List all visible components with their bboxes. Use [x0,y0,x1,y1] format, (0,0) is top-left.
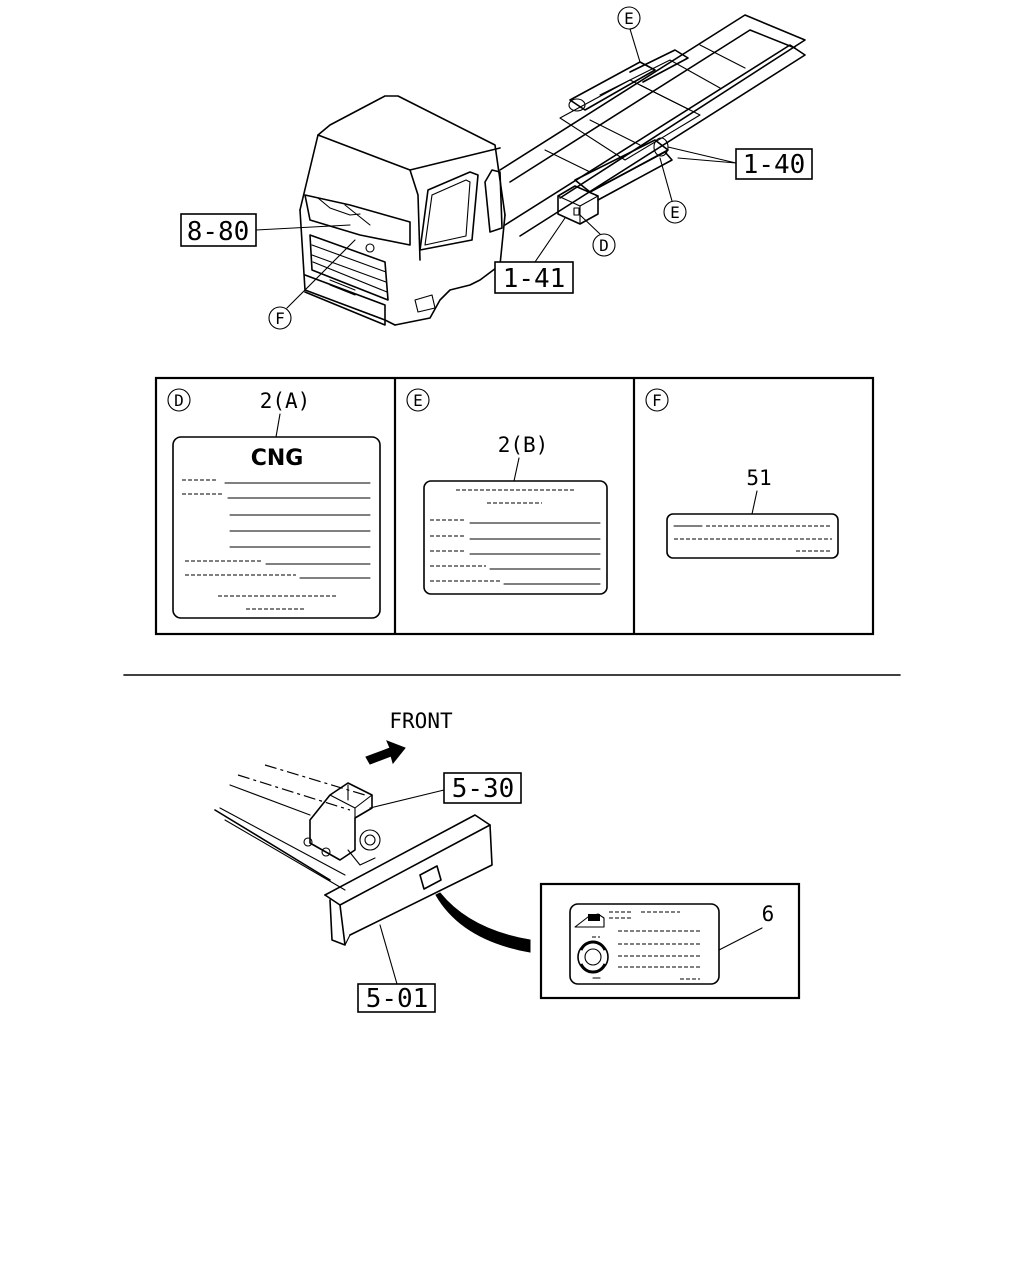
panels-frame [154,376,875,636]
front-arrow-icon [365,740,406,765]
label-gas-info [423,480,608,595]
caution-truck-icon [574,913,605,928]
panel-f-ref: 51 [746,466,771,490]
panel-e-ref: 2(B) [498,433,549,457]
truck-illustration [299,14,806,326]
callout-1-40: 1-40 [743,150,806,180]
panel-d-ref: 2(A) [260,389,311,413]
callout-box-1-41[interactable] [494,261,574,294]
label-panels: D 2(A) CNG E 2(B) [154,376,875,636]
marker-f-label: F [275,309,285,328]
panel-f: F 51 [645,388,839,559]
panel-d-marker [167,388,191,412]
marker-f[interactable] [268,306,292,330]
callout-1-41: 1-41 [503,264,566,294]
panel-e-marker [406,388,430,412]
label-caution-detail [569,903,720,985]
marker-e-side-label: E [670,203,680,222]
front-label: FRONT [389,709,453,733]
panel-d-marker-label: D [174,391,184,410]
marker-e-side[interactable] [663,200,687,224]
callout-5-30: 5-30 [452,774,515,804]
marker-e-top[interactable] [617,6,641,30]
panel-f-marker [645,388,669,412]
callout-5-01: 5-01 [366,984,429,1014]
frame-detail: FRONT 5-30 5-01 [214,709,801,1014]
top-callouts: 8-80 1-40 1-41 E E D F [180,6,813,330]
detail-frame [539,882,801,1000]
label-warning [666,513,839,559]
panel-f-marker-label: F [652,391,662,410]
marker-d[interactable] [592,233,616,257]
marker-d-label: D [599,236,609,255]
panel-e: E 2(B) [406,388,608,595]
panel-d: D 2(A) CNG [167,388,381,619]
callout-box-1-40[interactable] [735,148,813,180]
marker-e-top-label: E [624,9,634,28]
detail-pointer [435,892,531,953]
panel-e-marker-label: E [413,391,423,410]
label-cng-title: CNG [251,446,304,471]
detail-ref: 6 [762,902,775,926]
label-cng [172,436,381,619]
callout-box-5-30[interactable] [443,772,522,804]
callout-8-80: 8-80 [187,217,250,247]
